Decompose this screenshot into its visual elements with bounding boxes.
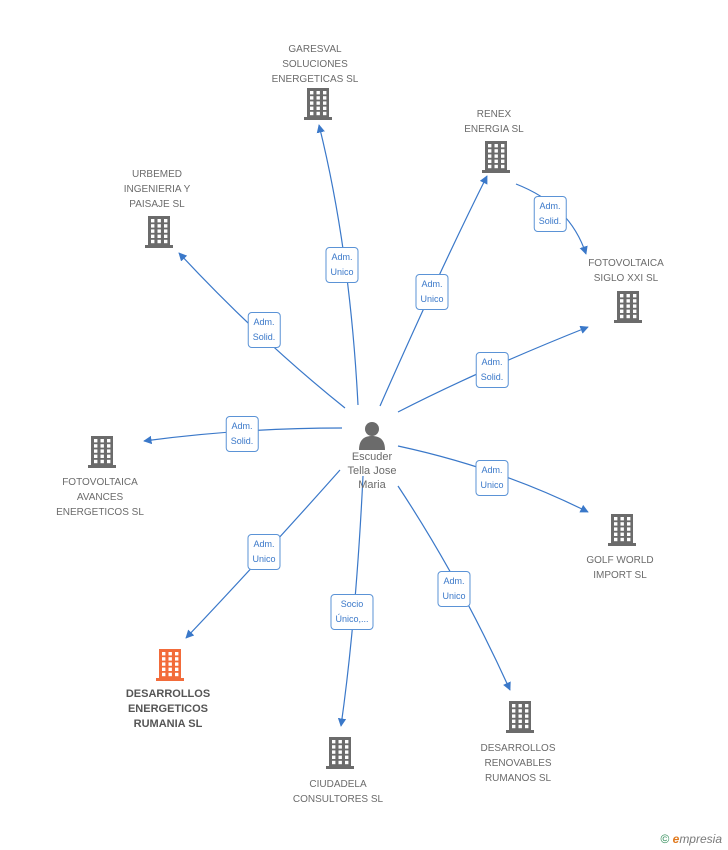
company-name: GARESVAL SOLUCIONES ENERGETICAS SL [271,44,359,85]
company-label-fotovoltaica-avances[interactable]: FOTOVOLTAICA AVANCES ENERGETICOS SL [30,475,170,520]
building-icon [614,291,642,323]
edge-label-renex[interactable]: Adm. Unico [415,274,449,310]
building-icon [304,88,332,120]
building-icon [145,216,173,248]
edge-label-desarrollos-renovables[interactable]: Adm. Unico [437,571,471,607]
edge-label-garesval[interactable]: Adm. Unico [325,247,359,283]
company-name: CIUDADELA CONSULTORES SL [292,779,384,805]
company-label-renex[interactable]: RENEX ENERGIA SL [424,107,564,137]
company-node-desarrollos-energeticos[interactable] [155,647,185,681]
company-node-ciudadela[interactable] [325,735,355,769]
company-node-urbemed[interactable] [144,214,174,248]
company-label-desarrollos-energeticos[interactable]: DESARROLLOS ENERGETICOS RUMANIA SL [98,687,238,732]
person-name: Escuder Tella Jose Maria [347,451,397,491]
company-label-fotovoltaica-siglo[interactable]: FOTOVOLTAICA SIGLO XXI SL [556,256,696,286]
company-name: FOTOVOLTAICA SIGLO XXI SL [588,258,664,284]
company-node-desarrollos-renovables[interactable] [505,699,535,733]
company-name: GOLF WORLD IMPORT SL [586,555,654,581]
company-node-renex[interactable] [481,139,511,173]
copyright-icon: © [660,832,670,846]
company-label-desarrollos-renovables[interactable]: DESARROLLOS RENOVABLES RUMANOS SL [448,741,588,786]
copyright-notice: © empresia [660,832,722,846]
building-icon [506,701,534,733]
company-name: FOTOVOLTAICA AVANCES ENERGETICOS SL [56,477,144,518]
company-name: RENEX ENERGIA SL [464,109,524,135]
company-node-fotovoltaica-siglo[interactable] [613,289,643,323]
edge-label-urbemed[interactable]: Adm. Solid. [247,312,281,348]
edge-label-fotovoltaica-avances[interactable]: Adm. Solid. [225,416,259,452]
company-label-golf-world[interactable]: GOLF WORLD IMPORT SL [550,553,690,583]
company-node-garesval[interactable] [303,86,333,120]
building-icon [88,436,116,468]
edge-label-desarrollos-energeticos[interactable]: Adm. Unico [247,534,281,570]
building-icon [608,514,636,546]
edge-label-ciudadela[interactable]: Socio Único,... [330,594,374,630]
company-label-garesval[interactable]: GARESVAL SOLUCIONES ENERGETICAS SL [245,42,385,87]
building-icon [326,737,354,769]
company-node-golf-world[interactable] [607,512,637,546]
company-node-fotovoltaica-avances[interactable] [87,434,117,468]
company-name: DESARROLLOS ENERGETICOS RUMANIA SL [125,688,211,730]
company-label-urbemed[interactable]: URBEMED INGENIERIA Y PAISAJE SL [87,167,227,212]
company-label-ciudadela[interactable]: CIUDADELA CONSULTORES SL [268,777,408,807]
person-icon [359,422,385,450]
building-icon [156,649,184,681]
person-node[interactable]: Escuder Tella Jose Maria [330,420,414,492]
building-icon [482,141,510,173]
edge-label-fotovoltaica-siglo[interactable]: Adm. Solid. [533,196,567,232]
edge-label-fotovoltaica-siglo[interactable]: Adm. Solid. [475,352,509,388]
brand-logo: empresia [672,832,722,846]
company-name: URBEMED INGENIERIA Y PAISAJE SL [123,169,191,210]
edge-label-golf-world[interactable]: Adm. Unico [475,460,509,496]
company-name: DESARROLLOS RENOVABLES RUMANOS SL [480,743,556,784]
